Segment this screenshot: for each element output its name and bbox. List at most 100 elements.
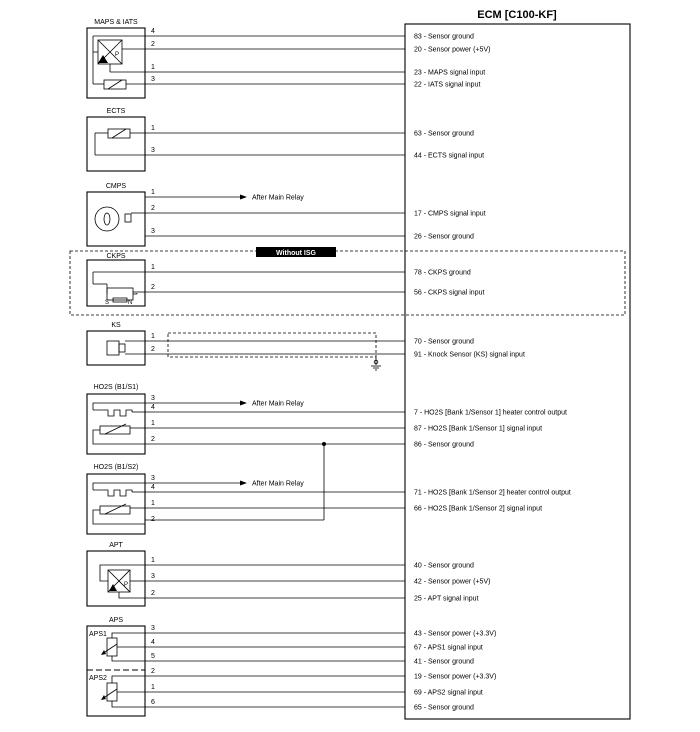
ho2s1-pin-3-ecm-label: 86 - Sensor ground — [414, 442, 474, 449]
ecm-title: ECM [C100-KF] — [477, 9, 557, 21]
ckps-pin-0-ecm-label: 78 - CKPS ground — [414, 270, 471, 277]
ckps-n-marker: N — [128, 300, 132, 306]
ho2s1-pin-3-number: 2 — [151, 436, 155, 443]
aps-pin-5-number: 6 — [151, 699, 155, 706]
cmps-pin-2-number: 3 — [151, 228, 155, 235]
sensor-symbols: P — [92, 35, 145, 708]
maps-name: MAPS & IATS — [94, 19, 138, 26]
maps-sensor-symbol: P — [92, 35, 145, 73]
apt-pin-0-number: 1 — [151, 557, 155, 564]
ects-resistor-symbol — [94, 128, 145, 156]
ks-piezo-symbol — [106, 340, 145, 356]
aps-name: APS — [109, 617, 123, 624]
apt-sensor-symbol: P — [99, 564, 145, 599]
ects-pin-0-number: 1 — [151, 125, 155, 132]
ecm-box — [404, 23, 631, 720]
maps-pin-2-ecm-label: 23 - MAPS signal input — [414, 70, 485, 77]
apt-name: APT — [109, 542, 123, 549]
ho2s2-pin-2-ecm-label: 66 - HO2S [Bank 1/Sensor 2] signal input — [414, 506, 542, 513]
ho2s1-pin-0-relay-arrow — [240, 400, 247, 406]
svg-text:P: P — [124, 582, 128, 588]
ckps-box — [86, 259, 146, 307]
ks-shield — [167, 332, 381, 371]
ks-pin-1-ecm-label: 91 - Knock Sensor (KS) signal input — [414, 352, 525, 359]
ks-box — [86, 330, 146, 366]
zone-label: Without ISG — [276, 250, 317, 257]
ho2s2-pin-0-relay-arrow — [240, 480, 247, 486]
maps-pin-1-number: 2 — [151, 41, 155, 48]
ckps-name: CKPS — [106, 253, 125, 260]
aps-pin-4-ecm-label: 69 - APS2 signal input — [414, 690, 483, 697]
zone-label-bg — [256, 247, 336, 257]
ckps-s-marker: S — [105, 300, 109, 306]
component-names: MAPS & IATS ECTS CMPS CKPS KS HO2S (B1/S… — [89, 19, 138, 682]
cmps-pin-1-ecm-label: 17 - CMPS signal input — [414, 211, 486, 218]
ckps-pin-1-ecm-label: 56 - CKPS signal input — [414, 290, 484, 297]
aps-pin-0-ecm-label: 43 - Sensor power (+3.3V) — [414, 631, 496, 638]
maps-pin-1-ecm-label: 20 - Sensor power (+5V) — [414, 47, 490, 54]
cmps-name: CMPS — [106, 183, 127, 190]
ho2s2-pin-0-number: 3 — [151, 475, 155, 482]
aps2-pot-symbol — [101, 675, 145, 708]
ho2s2-pin-1-ecm-label: 71 - HO2S [Bank 1/Sensor 2] heater contr… — [414, 490, 571, 497]
maps-pin-3-ecm-label: 22 - IATS signal input — [414, 82, 480, 89]
apt-pin-1-ecm-label: 42 - Sensor power (+5V) — [414, 579, 490, 586]
aps-pin-2-ecm-label: 41 - Sensor ground — [414, 659, 474, 666]
ks-pin-1-number: 2 — [151, 346, 155, 353]
ho2s1-heater-symbol — [92, 402, 145, 445]
cmps-pin-1-number: 2 — [151, 205, 155, 212]
svg-text:P: P — [115, 52, 119, 58]
ckps-coil-symbol: S N — [92, 271, 145, 306]
cmps-pin-2-ecm-label: 26 - Sensor ground — [414, 234, 474, 241]
ects-pin-1-number: 3 — [151, 147, 155, 154]
without-isg-zone: Without ISG — [69, 247, 626, 316]
maps-pin-2-number: 1 — [151, 64, 155, 71]
aps-pin-0-number: 3 — [151, 625, 155, 632]
ects-pin-0-ecm-label: 63 - Sensor ground — [414, 131, 474, 138]
maps-box — [86, 27, 146, 99]
ects-box — [86, 116, 146, 172]
maps-pin-0-number: 4 — [151, 28, 155, 35]
ho2s1-pin-2-number: 1 — [151, 420, 155, 427]
ects-pin-1-ecm-label: 44 - ECTS signal input — [414, 153, 484, 160]
ho2s2-name: HO2S (B1/S2) — [94, 464, 139, 471]
component-boxes — [86, 27, 146, 717]
maps-pin-0-ecm-label: 83 - Sensor ground — [414, 34, 474, 41]
cmps-box — [86, 191, 146, 247]
zone-border — [69, 250, 626, 316]
ho2s1-pin-2-ecm-label: 87 - HO2S [Bank 1/Sensor 1] signal input — [414, 426, 542, 433]
ho2s2-pin-0-relay-label: After Main Relay — [252, 481, 304, 488]
aps-pin-3-number: 2 — [151, 668, 155, 675]
aps-pin-1-ecm-label: 67 - APS1 signal input — [414, 645, 483, 652]
ckps-pin-1-number: 2 — [151, 284, 155, 291]
ho2s2-heater-symbol — [92, 482, 145, 525]
ho2s2-pin-2-number: 1 — [151, 500, 155, 507]
ho2s2-pin-3-number: 2 — [151, 516, 155, 523]
wires: 4 83 - Sensor ground 2 20 - Sensor power (+… — [145, 28, 571, 712]
ects-name: ECTS — [107, 108, 126, 115]
ho2s1-name: HO2S (B1/S1) — [94, 384, 139, 391]
cmps-pin-0-number: 1 — [151, 189, 155, 196]
ecm-module: ECM [C100-KF] — [404, 9, 631, 720]
aps1-name: APS1 — [89, 631, 107, 638]
cmps-pin-0-relay-label: After Main Relay — [252, 195, 304, 202]
ho2s2-pin-1-number: 4 — [151, 484, 155, 491]
apt-pin-0-ecm-label: 40 - Sensor ground — [414, 563, 474, 570]
aps-box — [86, 625, 146, 717]
maps-pin-3-number: 3 — [151, 76, 155, 83]
ks-pin-0-ecm-label: 70 - Sensor ground — [414, 339, 474, 346]
apt-pin-1-number: 3 — [151, 573, 155, 580]
ckps-pin-0-number: 1 — [151, 264, 155, 271]
cmps-pin-0-relay-arrow — [240, 194, 247, 200]
aps-pin-5-ecm-label: 65 - Sensor ground — [414, 705, 474, 712]
ho2s1-pin-1-number: 4 — [151, 404, 155, 411]
ks-name: KS — [111, 322, 121, 329]
aps-pin-1-number: 4 — [151, 639, 155, 646]
ho2s1-pin-0-relay-label: After Main Relay — [252, 401, 304, 408]
ho2s1-pin-1-ecm-label: 7 - HO2S [Bank 1/Sensor 1] heater contro… — [414, 410, 567, 417]
iats-resistor-symbol — [92, 52, 145, 90]
aps-pin-2-number: 5 — [151, 653, 155, 660]
apt-pin-2-number: 2 — [151, 590, 155, 597]
cmps-hall-symbol — [94, 206, 145, 232]
